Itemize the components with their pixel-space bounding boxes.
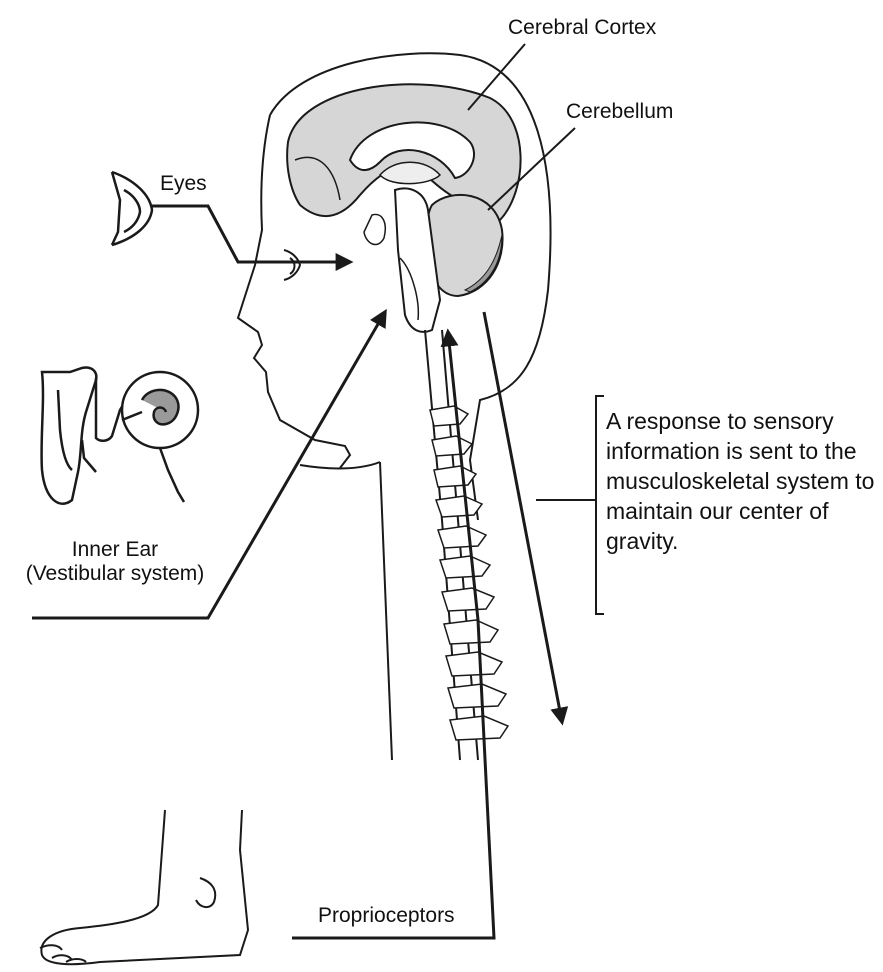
face-eye-icon <box>284 250 300 280</box>
cerebral-cortex-label: Cerebral Cortex <box>508 16 656 40</box>
response-note: A response to sensory information is sen… <box>606 406 878 556</box>
inner-ear-label-line1: Inner Ear <box>10 538 220 562</box>
eye-icon <box>112 172 152 245</box>
ear-icon <box>42 368 198 504</box>
foot-icon <box>40 810 248 964</box>
inner-ear-label-line2: (Vestibular system) <box>10 562 220 586</box>
cerebellum-label: Cerebellum <box>566 100 673 124</box>
inner-ear-label: Inner Ear (Vestibular system) <box>10 538 220 586</box>
eyes-label: Eyes <box>160 172 207 196</box>
brain-illustration <box>287 84 520 332</box>
proprioceptors-label: Proprioceptors <box>318 904 455 928</box>
